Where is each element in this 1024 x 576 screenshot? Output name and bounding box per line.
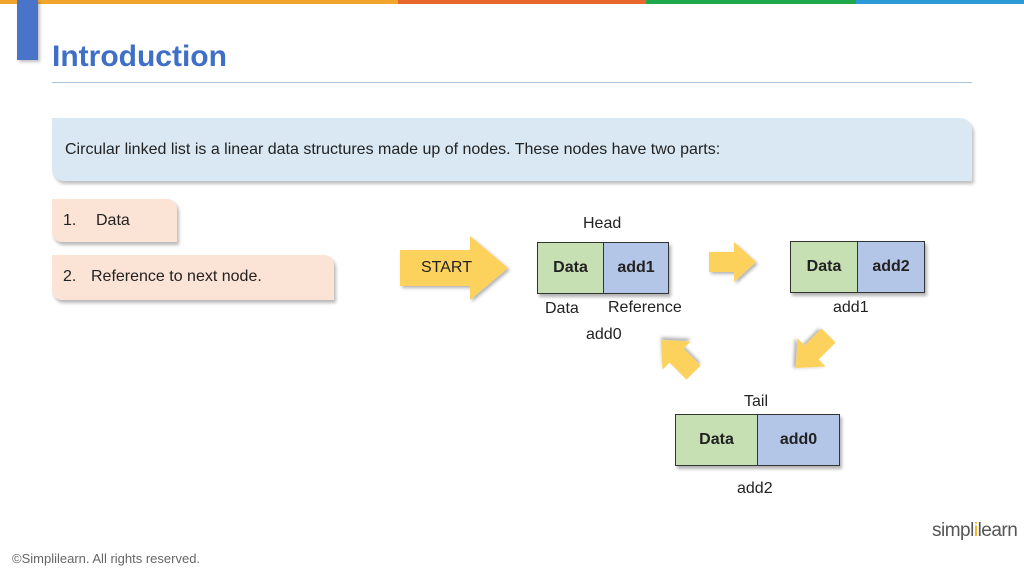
part-number: 2. — [63, 268, 77, 285]
part-label: Data — [96, 212, 130, 229]
reference-caption: Reference — [608, 299, 682, 316]
arrow-tail-to-head — [661, 340, 701, 380]
start-arrow — [400, 236, 508, 300]
part-label: Reference to next node. — [91, 268, 262, 285]
logo-part: simpl — [932, 520, 974, 541]
title-divider — [52, 82, 972, 83]
node-address: add1 — [833, 299, 869, 316]
intro-text: Circular linked list is a linear data st… — [65, 141, 721, 158]
node-address: add0 — [586, 326, 622, 343]
node-ref-cell: add2 — [858, 242, 924, 292]
simplilearn-logo: simplilearn — [932, 520, 1018, 542]
color-bar-orange — [0, 0, 398, 4]
color-bar-red — [398, 0, 646, 4]
arrow-node2-to-tail — [796, 328, 836, 368]
title-accent-tab — [17, 0, 38, 60]
node-head: Data add1 — [537, 242, 669, 294]
page-title: Introduction — [52, 40, 227, 73]
logo-part: learn — [977, 520, 1018, 541]
head-label: Head — [583, 215, 622, 232]
node-ref-cell: add0 — [758, 415, 839, 465]
node-data-cell: Data — [791, 242, 858, 292]
node-2: Data add2 — [790, 241, 925, 293]
node-ref-cell: add1 — [604, 243, 668, 293]
copyright-footer: ©Simplilearn. All rights reserved. — [12, 551, 201, 566]
node-tail: Data add0 — [675, 414, 840, 466]
part-number: 1. — [63, 212, 77, 229]
part-item-data: 1. Data — [52, 199, 177, 242]
node-data-cell: Data — [676, 415, 758, 465]
start-label: START — [421, 259, 472, 276]
data-caption: Data — [545, 300, 579, 317]
logo-accent: i — [973, 520, 978, 541]
tail-label: Tail — [744, 393, 769, 410]
intro-box: Circular linked list is a linear data st… — [52, 118, 972, 181]
color-bar-green — [646, 0, 856, 4]
top-color-bar — [0, 0, 1024, 4]
node-address: add2 — [737, 480, 773, 497]
arrow-node1-to-node2 — [709, 242, 756, 282]
part-item-reference: 2. Reference to next node. — [52, 255, 334, 300]
color-bar-blue — [856, 0, 1024, 4]
node-data-cell: Data — [538, 243, 604, 293]
